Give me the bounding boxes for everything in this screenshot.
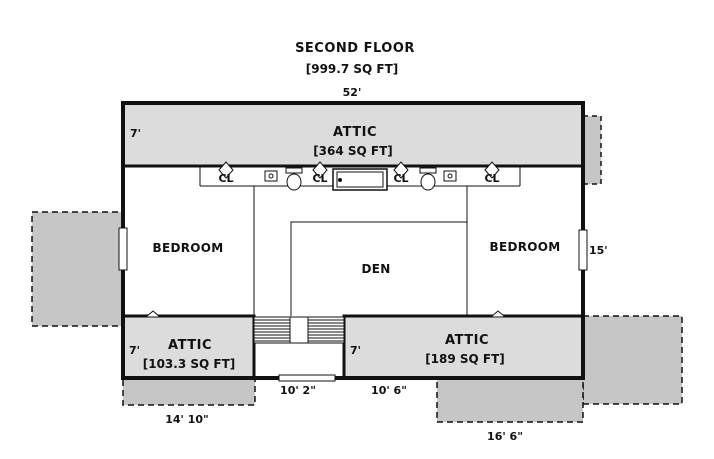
attic-right-height: 7' [350, 344, 361, 357]
attic-left-area [123, 316, 254, 378]
closet-label-1: CL [218, 172, 233, 185]
right-side-dimension: 15' [589, 244, 608, 257]
attic-left-area-label: [103.3 SQ FT] [143, 357, 236, 371]
attic-right-area-label: [189 SQ FT] [425, 352, 505, 366]
windows [118, 227, 588, 382]
closet-label-4: CL [484, 172, 499, 185]
right-bottom-dimension: 16' 6" [487, 430, 523, 443]
fixtures [218, 161, 500, 191]
left-roof-extension [31, 211, 124, 327]
right-roof-extension [582, 315, 683, 405]
center-bottom-dimension: 10' 6" [371, 384, 407, 397]
closet-label-2: CL [312, 172, 327, 185]
stair-width-dimension: 10' 2" [280, 384, 316, 397]
attic-top-name: ATTIC [333, 125, 377, 140]
left-bottom-dimension: 14' 10" [165, 413, 209, 426]
den-label: DEN [361, 262, 390, 276]
bedroom-left-label: BEDROOM [153, 241, 224, 255]
attic-left-height: 7' [129, 344, 140, 357]
attic-top-height: 7' [130, 127, 141, 140]
plan-title: SECOND FLOOR [295, 41, 415, 56]
bedroom-right-label: BEDROOM [490, 240, 561, 254]
bottom-left-roof-extension [122, 377, 256, 406]
plan-total-area: [999.7 SQ FT] [306, 62, 399, 76]
attic-left-name: ATTIC [168, 338, 212, 353]
closet-label-3: CL [393, 172, 408, 185]
attic-top-area-label: [364 SQ FT] [313, 144, 393, 158]
bottom-right-roof-extension [436, 377, 584, 423]
attic-right-area [344, 316, 583, 378]
overall-width-dimension: 52' [343, 86, 362, 99]
top-right-roof-extension [582, 115, 602, 185]
attic-top-area [123, 103, 583, 166]
staircase [253, 316, 345, 344]
attic-right-name: ATTIC [445, 333, 489, 348]
vent-markers [144, 310, 507, 318]
